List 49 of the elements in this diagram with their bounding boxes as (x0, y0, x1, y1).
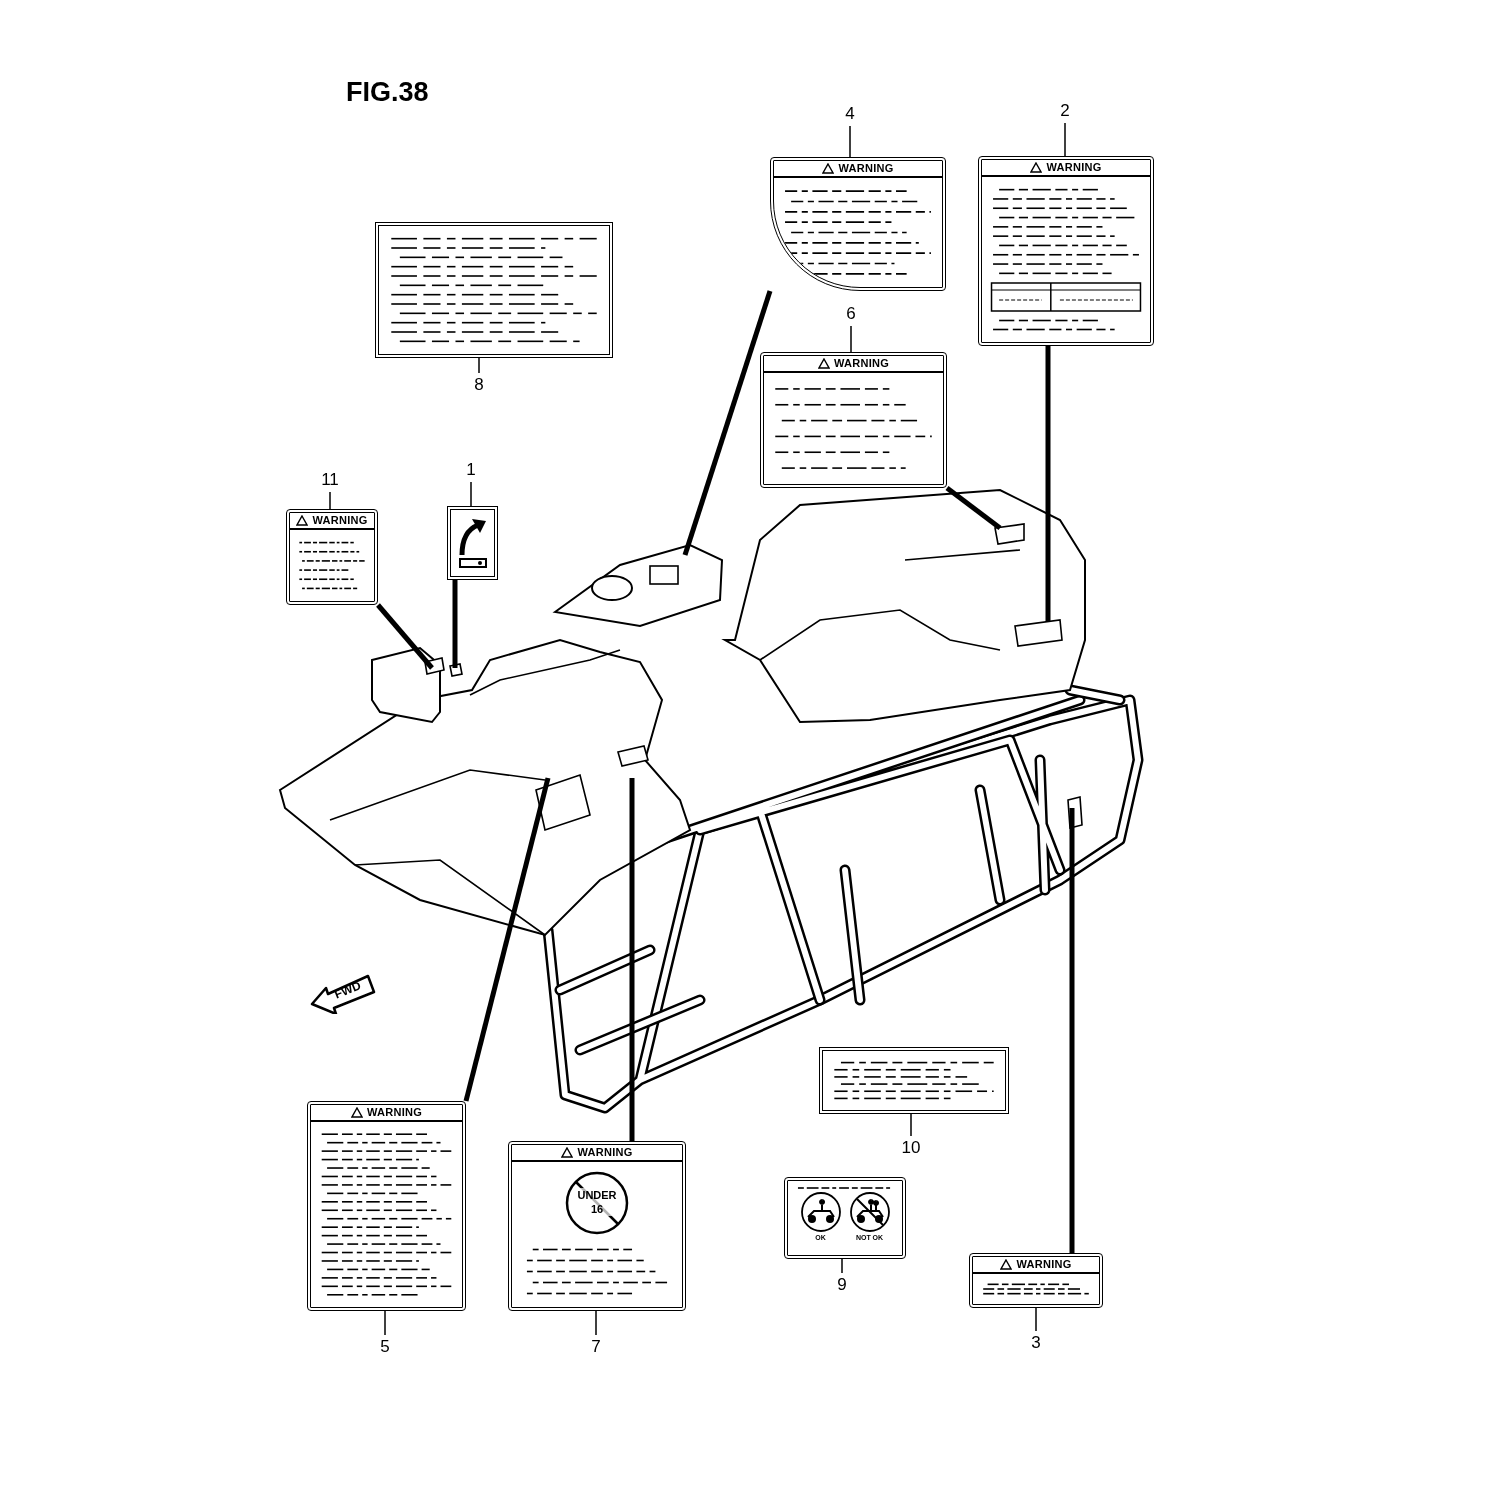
leader-line (850, 325, 852, 353)
warning-decal (286, 509, 378, 605)
leader-line (452, 580, 458, 668)
leader-line (1035, 1307, 1037, 1332)
warning-decal (969, 1253, 1103, 1308)
warning-heading: WARNING (833, 358, 890, 369)
warning-heading: WARNING (577, 1147, 633, 1158)
callout-number: 2 (1053, 100, 1077, 122)
leader-line (1045, 346, 1051, 622)
leader-line (682, 290, 773, 556)
leader-line (841, 1258, 843, 1274)
warning-heading: WARNING (838, 163, 894, 174)
blank-decal (375, 222, 613, 358)
blank-decal (447, 506, 498, 580)
warning-decal (978, 156, 1154, 346)
callout-number: 5 (373, 1336, 397, 1358)
leader-line (945, 486, 1002, 530)
leader-line (910, 1113, 912, 1137)
leader-line (849, 125, 851, 158)
callout-number: 7 (584, 1336, 608, 1358)
rider-decal (784, 1177, 906, 1259)
callout-number: 8 (467, 374, 491, 396)
warning-heading: WARNING (1046, 162, 1102, 173)
warning-decal (508, 1141, 686, 1311)
leader-line (384, 1310, 386, 1336)
callout-number: 1 (459, 459, 483, 481)
leader-line (329, 491, 331, 510)
warning-heading: WARNING (312, 515, 368, 526)
leader-line (478, 357, 480, 374)
callout-number: 11 (314, 469, 346, 491)
blank-decal (819, 1047, 1009, 1114)
leader-line (376, 603, 434, 670)
callout-number: 3 (1024, 1332, 1048, 1354)
callout-number: 6 (839, 303, 863, 325)
callout-number: 10 (895, 1137, 927, 1159)
callout-number: 4 (838, 103, 862, 125)
callout-number: 9 (830, 1274, 854, 1296)
warning-decal (307, 1101, 466, 1311)
leader-line (595, 1310, 597, 1336)
leader-line (470, 481, 472, 507)
leader-line (1064, 122, 1066, 157)
warning-decal (770, 157, 946, 291)
leader-line (463, 777, 551, 1102)
warning-decal (760, 352, 947, 488)
warning-heading: WARNING (1016, 1259, 1072, 1270)
figure-title: FIG.38 (346, 76, 429, 109)
warning-heading: WARNING (366, 1107, 423, 1118)
leader-line (1069, 808, 1075, 1253)
leader-line (629, 778, 635, 1141)
